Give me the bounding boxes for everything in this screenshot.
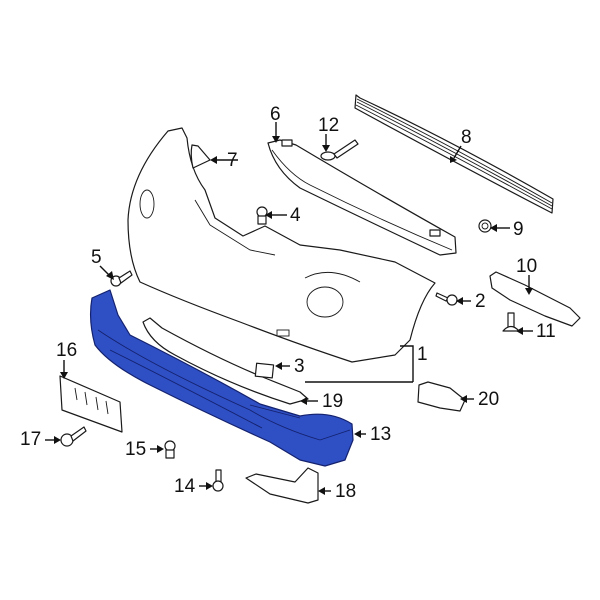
callout-6[interactable]: 6 bbox=[270, 104, 281, 125]
callout-19[interactable]: 19 bbox=[322, 391, 344, 412]
callout-2[interactable]: 2 bbox=[475, 291, 486, 312]
callout-20[interactable]: 20 bbox=[478, 389, 500, 410]
part-18-side-bracket[interactable] bbox=[245, 467, 319, 504]
part-12-tow-hook[interactable] bbox=[320, 139, 359, 161]
part-19-lower-reinforcement[interactable] bbox=[142, 317, 309, 405]
part-17-bolt[interactable] bbox=[60, 426, 87, 447]
callout-8[interactable]: 8 bbox=[461, 127, 472, 148]
part-2-bolt[interactable] bbox=[435, 292, 458, 306]
callout-3[interactable]: 3 bbox=[294, 356, 305, 377]
part-20-fog-lamp-bezel[interactable] bbox=[417, 381, 466, 412]
part-3-tow-hook-cap[interactable] bbox=[254, 362, 275, 379]
part-10-bracket[interactable] bbox=[489, 271, 581, 327]
callout-18[interactable]: 18 bbox=[335, 481, 357, 502]
part-5-bolt[interactable] bbox=[110, 270, 133, 287]
callout-14[interactable]: 14 bbox=[174, 476, 196, 497]
callout-11[interactable]: 11 bbox=[536, 321, 556, 342]
part-14-bolt[interactable] bbox=[212, 469, 224, 492]
part-4-clip[interactable] bbox=[256, 206, 268, 225]
part-9-nut[interactable] bbox=[478, 219, 492, 233]
callout-16[interactable]: 16 bbox=[56, 340, 78, 361]
part-13-lower-valance[interactable] bbox=[89, 289, 354, 467]
callout-15[interactable]: 15 bbox=[125, 439, 147, 460]
callout-7[interactable]: 7 bbox=[227, 150, 238, 171]
callout-5[interactable]: 5 bbox=[91, 247, 102, 268]
part-1-bumper-cover[interactable] bbox=[127, 127, 436, 363]
part-8-energy-absorber-bar[interactable] bbox=[354, 94, 554, 214]
callout-17[interactable]: 17 bbox=[20, 429, 42, 450]
part-7-trim-insert[interactable] bbox=[190, 144, 211, 169]
callout-13[interactable]: 13 bbox=[370, 424, 392, 445]
part-15-clip[interactable] bbox=[164, 440, 176, 459]
callout-9[interactable]: 9 bbox=[513, 219, 524, 240]
callout-10[interactable]: 10 bbox=[516, 256, 538, 277]
callout-4[interactable]: 4 bbox=[290, 205, 301, 226]
part-11-screw[interactable] bbox=[502, 312, 520, 332]
part-6-bumper-reinforcement[interactable] bbox=[267, 139, 457, 256]
callout-12[interactable]: 12 bbox=[318, 115, 340, 136]
part-16-license-bracket[interactable] bbox=[59, 375, 123, 433]
callout-1[interactable]: 1 bbox=[417, 344, 428, 365]
leader-lines bbox=[45, 122, 533, 495]
